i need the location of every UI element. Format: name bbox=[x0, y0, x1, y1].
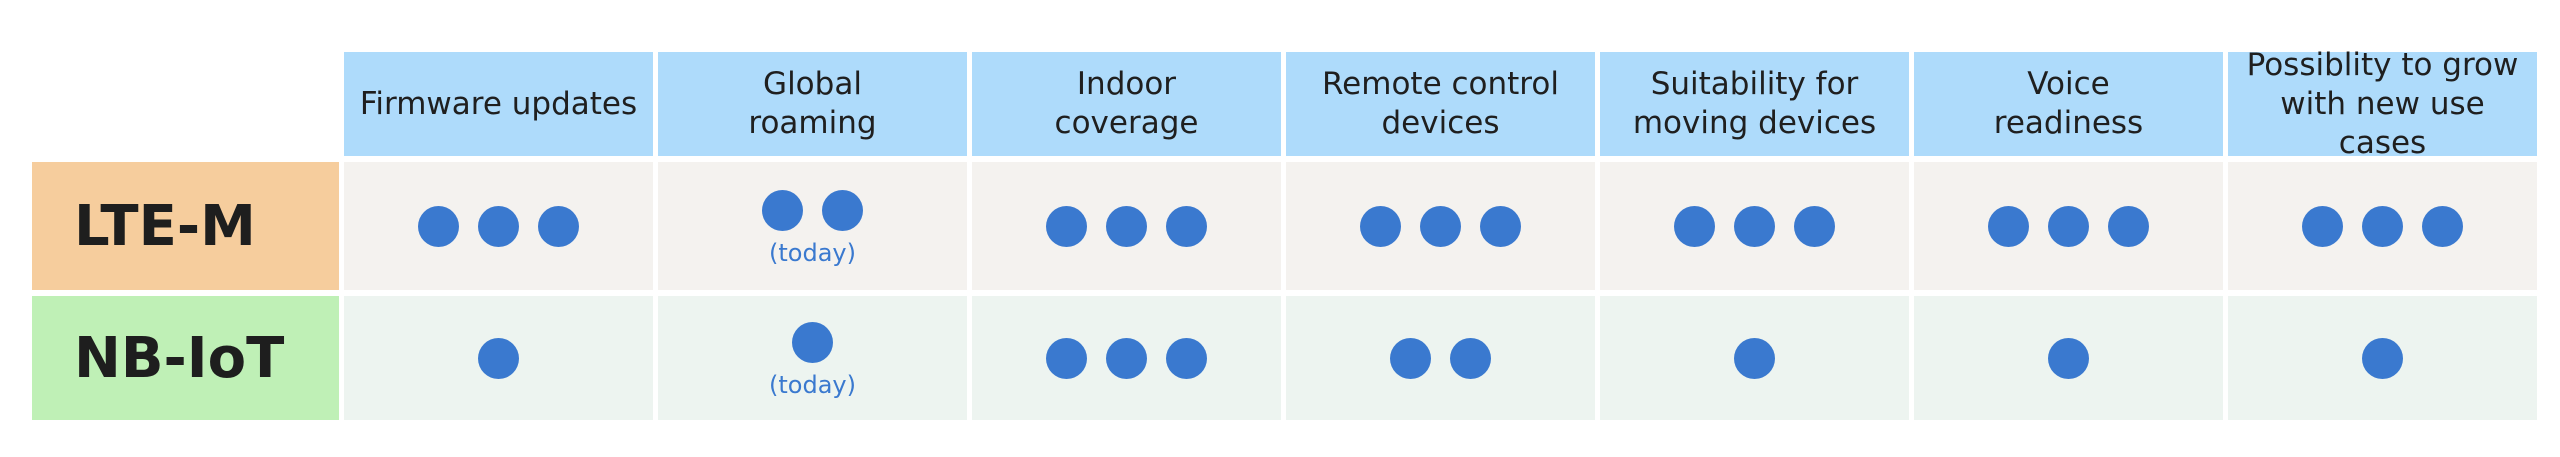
rating-cell bbox=[2228, 162, 2537, 290]
column-header-line: readiness bbox=[1993, 105, 2144, 141]
rating-dots bbox=[792, 321, 833, 363]
column-header-line: moving devices bbox=[1632, 105, 1877, 141]
rating-cell bbox=[1286, 162, 1595, 290]
rating-dot bbox=[2302, 205, 2343, 247]
rating-cell bbox=[972, 296, 1281, 420]
rating-cell bbox=[1286, 296, 1595, 420]
rating-dots bbox=[1734, 337, 1775, 379]
rating-dot bbox=[822, 189, 863, 231]
table-corner bbox=[32, 52, 339, 156]
column-header: Firmware updates bbox=[344, 52, 653, 156]
rating-dot bbox=[538, 205, 579, 247]
rating-dot bbox=[762, 189, 803, 231]
rating-dots bbox=[1674, 205, 1835, 247]
rating-dots bbox=[2362, 337, 2403, 379]
rating-dot bbox=[1480, 205, 1521, 247]
rating-dots bbox=[418, 205, 579, 247]
rating-dot bbox=[2048, 337, 2089, 379]
rating-dots bbox=[2302, 205, 2463, 247]
rating-note: (today) bbox=[769, 370, 856, 399]
rating-dot bbox=[1390, 337, 1431, 379]
rating-dot bbox=[1674, 205, 1715, 247]
column-header-line: Global bbox=[763, 66, 862, 102]
rating-dot bbox=[1166, 205, 1207, 247]
rating-cell: (today) bbox=[658, 296, 967, 420]
column-header-line: Possiblity to grow bbox=[2246, 46, 2519, 83]
rating-dot bbox=[2108, 205, 2149, 247]
rating-dot bbox=[1794, 205, 1835, 247]
row-label: NB-IoT bbox=[32, 296, 339, 420]
rating-dots bbox=[478, 337, 519, 379]
column-header-line: Voice bbox=[2027, 66, 2110, 102]
column-header-line: with new use cases bbox=[2280, 85, 2485, 161]
column-header-line: Suitability for bbox=[1650, 66, 1859, 102]
rating-cell bbox=[1600, 162, 1909, 290]
rating-dots bbox=[1390, 337, 1491, 379]
rating-dots bbox=[1360, 205, 1521, 247]
rating-dot bbox=[792, 321, 833, 363]
rating-dot bbox=[1988, 205, 2029, 247]
rating-dot bbox=[1734, 205, 1775, 247]
rating-cell bbox=[1600, 296, 1909, 420]
column-header-line: coverage bbox=[1054, 105, 1199, 141]
rating-cell bbox=[1914, 296, 2223, 420]
rating-dots bbox=[762, 189, 863, 231]
rating-cell bbox=[344, 162, 653, 290]
rating-dots bbox=[1046, 205, 1207, 247]
column-header-line: Remote control bbox=[1322, 66, 1559, 102]
rating-dots bbox=[2048, 337, 2089, 379]
rating-dot bbox=[1106, 337, 1147, 379]
rating-dot bbox=[1046, 337, 1087, 379]
column-header-line: devices bbox=[1381, 105, 1500, 141]
rating-dot bbox=[2362, 337, 2403, 379]
rating-dot bbox=[1360, 205, 1401, 247]
rating-dot bbox=[1420, 205, 1461, 247]
rating-cell bbox=[972, 162, 1281, 290]
rating-cell: (today) bbox=[658, 162, 967, 290]
rating-dot bbox=[1166, 337, 1207, 379]
rating-dot bbox=[1450, 337, 1491, 379]
rating-note: (today) bbox=[769, 238, 856, 267]
rating-cell bbox=[1914, 162, 2223, 290]
rating-cell bbox=[344, 296, 653, 420]
rating-dots bbox=[1988, 205, 2149, 247]
rating-dot bbox=[1106, 205, 1147, 247]
rating-cell bbox=[2228, 296, 2537, 420]
column-header-line: roaming bbox=[748, 105, 877, 141]
rating-dot bbox=[478, 205, 519, 247]
rating-dot bbox=[418, 205, 459, 247]
column-header-line: Indoor bbox=[1076, 66, 1177, 102]
row-label: LTE-M bbox=[32, 162, 339, 290]
rating-dot bbox=[2362, 205, 2403, 247]
rating-dot bbox=[478, 337, 519, 379]
rating-dots bbox=[1046, 337, 1207, 379]
column-header-line: Firmware updates bbox=[359, 85, 638, 122]
rating-dot bbox=[2048, 205, 2089, 247]
rating-dot bbox=[1046, 205, 1087, 247]
rating-dot bbox=[1734, 337, 1775, 379]
rating-dot bbox=[2422, 205, 2463, 247]
